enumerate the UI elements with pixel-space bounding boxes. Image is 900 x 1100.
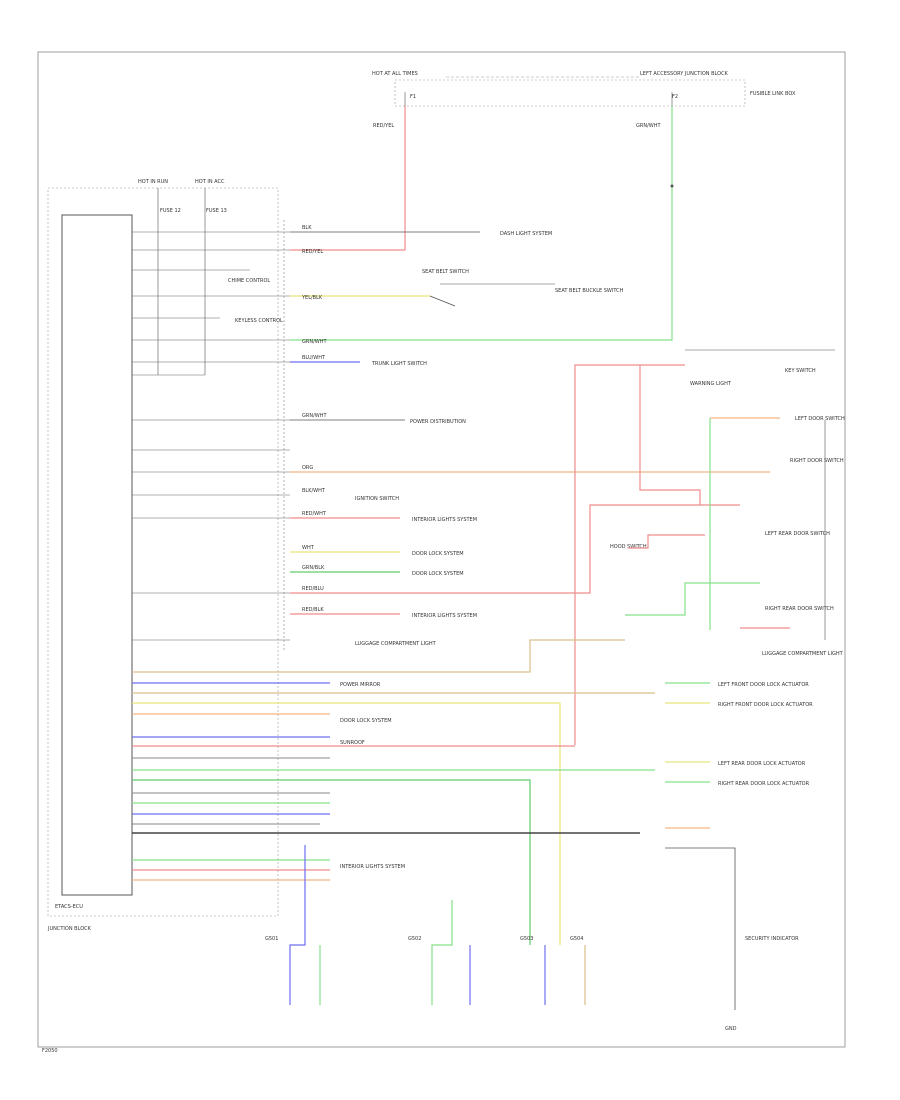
label-fuse-left: F1 [410,94,416,100]
wire-ground-right [665,847,736,1010]
label-w-redblk: RED/BLK [302,607,324,613]
label-right-door: RIGHT DOOR SWITCH [790,458,844,464]
label-junction-block: JUNCTION BLOCK [47,926,92,932]
label-w-grnwht2: GRN/WHT [302,413,327,419]
diagram-frame [37,51,846,1048]
label-fusible-block: FUSIBLE LINK BOX [750,91,796,97]
label-keyless: KEYLESS CONTROL [235,318,283,324]
wire-red-right [290,504,740,594]
label-right-rear-door: RIGHT REAR DOOR SWITCH [765,606,834,612]
label-hot-top-right: LEFT ACCESSORY JUNCTION BLOCK [640,71,729,77]
label-hot-run: HOT IN RUN [138,179,168,185]
label-hot-top-left: HOT AT ALL TIMES [372,71,418,77]
label-g504: G504 [570,936,583,942]
label-trunk: TRUNK LIGHT SWITCH [371,361,427,367]
label-grn-wht-1: GRN/WHT [636,123,661,129]
label-hot-acc: HOT IN ACC [195,179,225,185]
label-left-rear-door: LEFT REAR DOOR SWITCH [765,531,830,537]
label-luggage: LUGGAGE COMPARTMENT LIGHT [355,641,437,647]
label-dash-lights: DASH LIGHT SYSTEM [500,231,552,237]
wire-red-feed [290,106,406,251]
label-w-wht: WHT [302,545,315,551]
label-power-dist: POWER DISTRIBUTION [410,419,466,425]
label-seat-belt: SEAT BELT SWITCH [422,269,469,275]
wire-red-vertical2 [639,365,701,505]
label-left-rear-door-lock: LEFT REAR DOOR LOCK ACTUATOR [718,761,806,767]
label-key-switch: KEY SWITCH [785,368,816,374]
label-w-bluwht: BLU/WHT [302,355,326,361]
label-fuse-13: FUSE 13 [206,208,227,214]
label-w-grnwht: GRN/WHT [302,339,327,345]
top-fuse-box [394,79,746,107]
label-left-door: LEFT DOOR SWITCH [795,416,845,422]
wire-tan-1 [132,639,625,673]
label-power-mirror: POWER MIRROR [340,682,381,688]
label-fuse-12: FUSE 12 [160,208,181,214]
wire-green-rear [625,582,760,616]
label-right-rear-door-lock: RIGHT REAR DOOR LOCK ACTUATOR [718,781,810,787]
wire-red-vertical [574,364,685,745]
label-g502: G502 [408,936,421,942]
label-right-front-door-lock: RIGHT FRONT DOOR LOCK ACTUATOR [718,702,813,708]
label-etacs: ETACS-ECU [55,904,83,910]
label-w-grnblk: GRN/BLK [302,565,325,571]
label-w-blk: BLK [302,225,312,231]
label-interior-2: INTERIOR LIGHTS SYSTEM [412,613,477,619]
drop-g501 [289,845,306,1005]
label-w-redyel: RED/YEL [302,249,323,255]
label-interior-3: INTERIOR LIGHTS SYSTEM [340,864,405,870]
wire-green-feed [290,106,673,341]
label-page-id: F2050 [42,1048,58,1054]
label-hood-switch: HOOD SWITCH [610,544,647,550]
label-ground-1: GND [725,1026,737,1032]
wire-green-3 [132,779,531,945]
label-buzzer: CHIME CONTROL [228,278,270,284]
label-left-front-door-lock: LEFT FRONT DOOR LOCK ACTUATOR [718,682,809,688]
label-seat-belt-buckle: SEAT BELT BUCKLE SWITCH [555,288,624,294]
etacs-module [61,214,133,896]
label-door-lock-1: DOOR LOCK SYSTEM [412,551,464,557]
label-luggage-right: LUGGAGE COMPARTMENT LIGHT [762,651,844,657]
drop-g503 [431,900,453,1005]
label-w-redwht: RED/WHT [302,511,327,517]
label-red-yel-1: RED/YEL [373,123,394,129]
label-g501: G501 [265,936,278,942]
label-door-lock-2: DOOR LOCK SYSTEM [412,571,464,577]
junction-block-box [47,187,279,917]
label-sunroof: SUNROOF [340,740,365,746]
label-w-redblu: RED/BLU [302,586,324,592]
label-warning-light: WARNING LIGHT [690,381,732,387]
label-interior-1: INTERIOR LIGHTS SYSTEM [412,517,477,523]
wire-red-hood [628,534,705,549]
label-w-org: ORG [302,465,313,471]
internal-lines [132,231,290,641]
label-g503: G503 [520,936,533,942]
label-fuse-right: F2 [672,94,678,100]
label-door-lock-3: DOOR LOCK SYSTEM [340,718,392,724]
label-w-blkwht: BLK/WHT [302,488,326,494]
label-w-yelblk: YEL/BLK [301,295,323,301]
wire-yellow-2 [132,702,561,945]
label-ignition: IGNITION SWITCH [355,496,399,502]
label-security: SECURITY INDICATOR [745,936,799,942]
